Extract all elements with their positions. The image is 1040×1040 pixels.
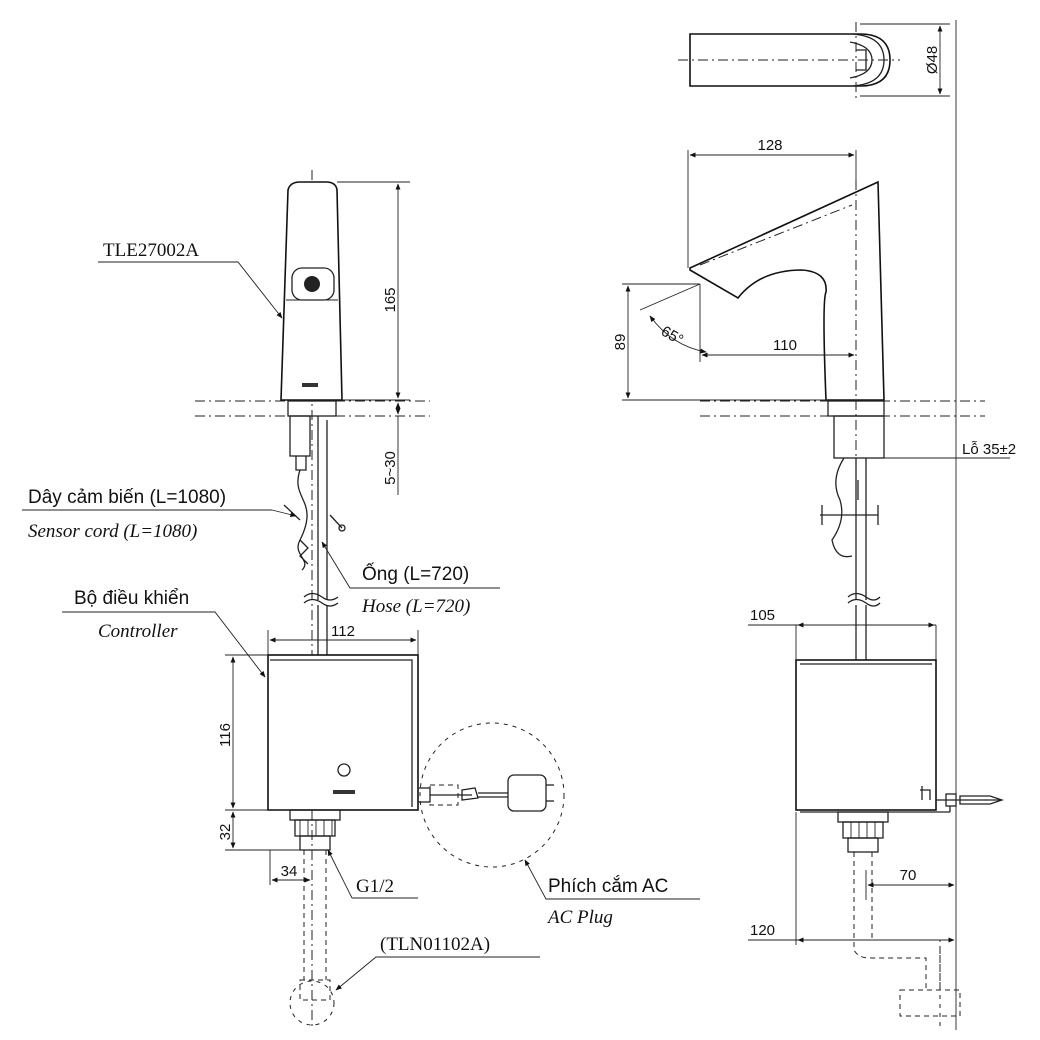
dim-controller-width: 112 bbox=[331, 623, 355, 640]
dim-spout-diameter: Ø48 bbox=[924, 46, 941, 74]
dim-outlet-height: 89 bbox=[612, 334, 629, 351]
label-controller-en: Controller bbox=[98, 621, 178, 642]
side-faucet-body bbox=[689, 180, 885, 401]
dim-wall-to-valve: 120 bbox=[750, 922, 775, 939]
dim-outlet-reach: 110 bbox=[773, 337, 797, 354]
valve-detail-circle bbox=[289, 980, 335, 1026]
front-view: 165 5~30 112 116 32 34 TLE27002A Dây cảm… bbox=[22, 170, 700, 1030]
label-controller-vi: Bộ điều khiển bbox=[74, 588, 189, 609]
dim-deck-thickness: 5~30 bbox=[382, 451, 399, 485]
label-valve-model: (TLN01102A) bbox=[380, 934, 490, 955]
dim-controller-height: 116 bbox=[217, 723, 234, 747]
ac-plug-detail-circle bbox=[419, 722, 565, 868]
label-thread: G1/2 bbox=[356, 876, 394, 897]
controller-box bbox=[267, 654, 419, 811]
controller-indicator bbox=[337, 763, 351, 777]
label-hose-vi: Ống (L=720) bbox=[362, 563, 469, 585]
dim-spout-reach: 128 bbox=[757, 137, 782, 154]
dim-angle: 65° bbox=[658, 323, 686, 349]
sensor-eye bbox=[304, 276, 320, 292]
label-ac-plug-en: AC Plug bbox=[546, 907, 613, 928]
label-faucet-model: TLE27002A bbox=[103, 240, 199, 261]
label-ac-plug-vi: Phích cắm AC bbox=[548, 875, 668, 897]
dim-bottom-height: 32 bbox=[217, 824, 234, 841]
dim-wall-to-outlet: 70 bbox=[900, 867, 917, 884]
label-hole: Lỗ 35±2 bbox=[962, 441, 1016, 458]
label-sensor-cord-en: Sensor cord (L=1080) bbox=[28, 521, 197, 542]
dim-outlet-offset: 34 bbox=[281, 863, 298, 880]
dim-controller-depth: 105 bbox=[750, 607, 775, 624]
label-sensor-cord-vi: Dây cảm biến (L=1080) bbox=[28, 487, 226, 508]
label-hose-en: Hose (L=720) bbox=[361, 596, 470, 617]
dim-spout-height: 165 bbox=[382, 287, 399, 312]
top-view: Ø48 bbox=[678, 22, 950, 98]
side-view: 128 110 89 65° Lỗ 35±2 105 70 120 bbox=[612, 20, 1016, 1030]
